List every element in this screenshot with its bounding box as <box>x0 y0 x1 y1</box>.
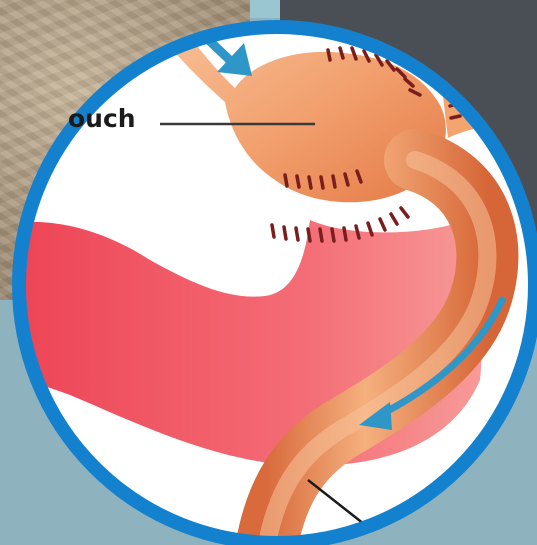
pouch-label: ouch <box>68 106 136 131</box>
magnified-diagram <box>10 10 537 545</box>
